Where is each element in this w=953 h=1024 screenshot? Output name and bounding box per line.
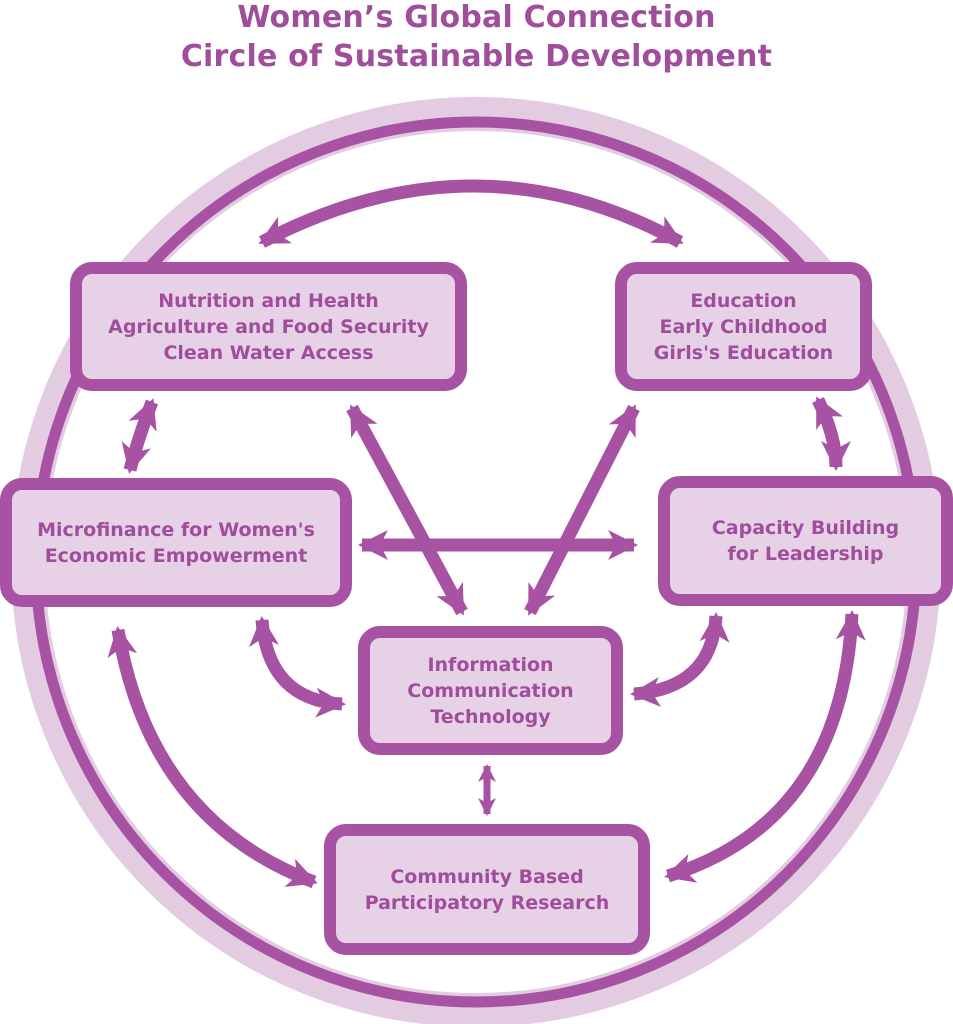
node-cbpr-line-2: Participatory Research [364,891,610,914]
node-nutrition-line-3: Clean Water Access [163,341,374,364]
node-education-line-3: Girls's Education [653,341,834,364]
arrow-education-capacity [812,396,851,471]
arrow-capacity-cbpr [664,610,866,883]
node-ict-line-3: Technology [430,705,551,728]
arrow-nutrition-ict [346,404,468,616]
node-microfinance: Microfinance for Women's Economic Empowe… [0,478,352,607]
node-education-line-2: Early Childhood [659,315,828,338]
arrow-capacity-ict [630,612,730,707]
node-nutrition-health: Nutrition and Health Agriculture and Foo… [70,262,467,391]
arrow-nutrition-microfinance [121,398,159,474]
node-education-line-1: Education [690,289,797,312]
node-capacity-line-2: for Leadership [727,543,884,565]
node-capacity-line-1: Capacity Building [711,517,900,539]
node-community-research: Community Based Participatory Research [324,824,650,955]
node-nutrition-line-2: Agriculture and Food Security [108,315,429,338]
node-ict-line-2: Communication [407,679,574,702]
diagram-title-line-1: Women’s Global Connection [237,0,716,35]
arrow-microfinance-ict [248,616,346,718]
node-cbpr-line-1: Community Based [390,865,584,888]
node-education: Education Early Childhood Girls's Educat… [615,262,872,391]
node-nutrition-line-1: Nutrition and Health [158,289,379,312]
arrow-education-ict [524,404,640,616]
node-microfinance-line-1: Microfinance for Women's [37,518,315,541]
node-microfinance-line-2: Economic Empowerment [44,544,308,567]
node-ict: Information Communication Technology [358,626,623,755]
arrow-microfinance-cbpr [107,626,318,889]
node-ict-line-1: Information [427,653,554,676]
node-capacity-building: Capacity Building for Leadership [658,476,953,606]
diagram-title-line-2: Circle of Sustainable Development [180,39,773,74]
arrows [107,179,866,889]
arrow-nutrition-education [258,179,684,248]
